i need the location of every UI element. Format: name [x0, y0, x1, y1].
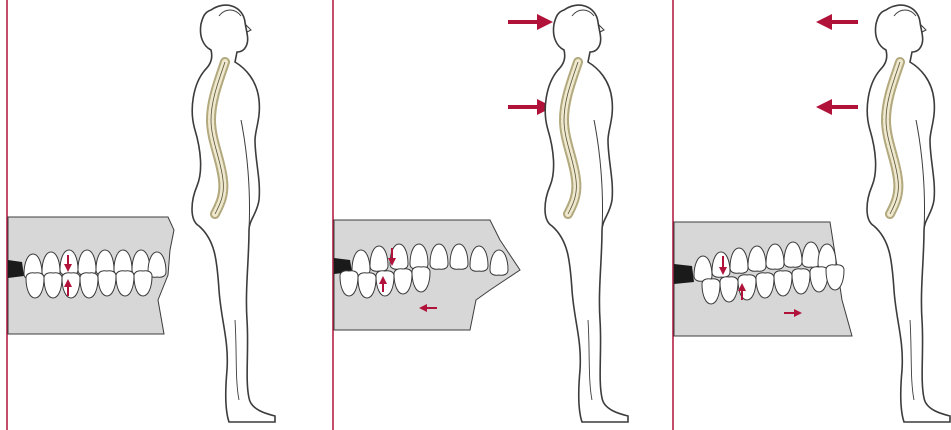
standing-figure — [192, 5, 275, 422]
panel-neutral — [8, 5, 275, 422]
standing-figure — [867, 5, 950, 422]
panel-backward — [674, 5, 950, 422]
jaw-hinge — [8, 260, 24, 278]
panel-forward — [334, 5, 628, 422]
standing-figure — [545, 5, 628, 422]
jaw-hinge — [674, 264, 694, 284]
